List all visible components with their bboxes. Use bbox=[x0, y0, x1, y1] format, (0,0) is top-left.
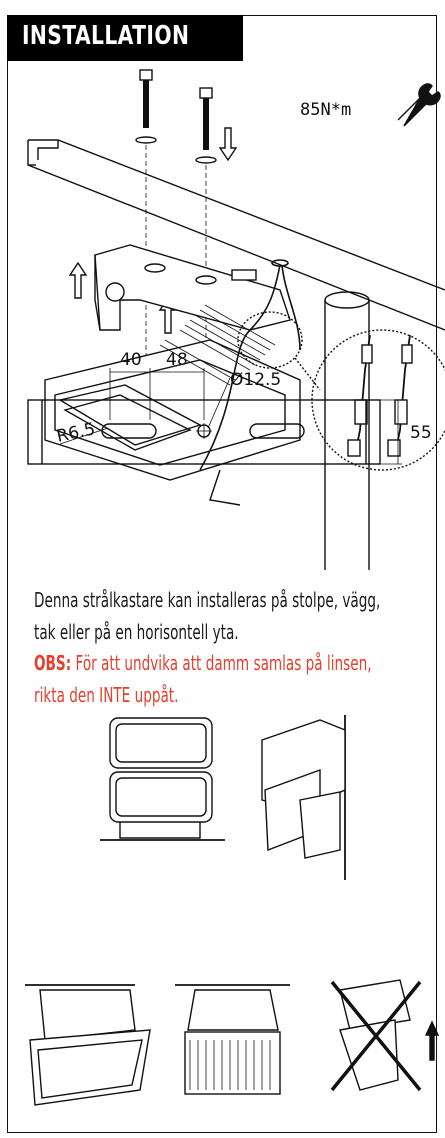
section-header: INSTALLATION bbox=[7, 15, 243, 61]
mount-example-ceiling-angled bbox=[25, 984, 151, 1106]
arrow-up-icon bbox=[68, 261, 88, 299]
dim-48: 48 bbox=[166, 350, 188, 370]
warning-label: OBS: bbox=[34, 651, 72, 675]
connector-detail bbox=[237, 311, 445, 471]
mount-example-wall bbox=[261, 715, 346, 880]
section-title: INSTALLATION bbox=[22, 21, 190, 51]
cross-icon bbox=[330, 980, 422, 1092]
dim-40: 40 bbox=[120, 350, 142, 370]
cables bbox=[199, 259, 301, 471]
mount-example-ceiling-down bbox=[175, 984, 290, 1095]
warning-line-2: rikta den INTE uppåt. bbox=[34, 683, 179, 707]
mount-example-floor bbox=[100, 717, 225, 841]
torque-label: 85N*m bbox=[300, 100, 352, 120]
wrench-icon bbox=[397, 83, 441, 127]
mounting-beam bbox=[27, 139, 445, 331]
bracket-drawing bbox=[27, 368, 402, 465]
description-text: Denna strålkastare kan installeras på st… bbox=[34, 584, 380, 648]
pole bbox=[324, 291, 370, 570]
arrow-down-icon bbox=[218, 127, 238, 162]
mount-example-facing-up-wrong bbox=[330, 979, 422, 1092]
dim-height: 55 bbox=[410, 423, 432, 443]
description-line-1: Denna strålkastare kan installeras på st… bbox=[34, 588, 381, 612]
warning-text-1: För att undvika att damm samlas på linse… bbox=[71, 651, 372, 675]
warning-line-1: OBS: För att undvika att damm samlas på … bbox=[34, 647, 372, 679]
description-line-2: tak eller på en horisontell yta. bbox=[34, 620, 239, 644]
warning-text: OBS: För att undvika att damm samlas på … bbox=[34, 647, 372, 711]
arrow-up-icon bbox=[424, 1020, 440, 1061]
dim-hole: Ø12.5 bbox=[230, 370, 281, 390]
